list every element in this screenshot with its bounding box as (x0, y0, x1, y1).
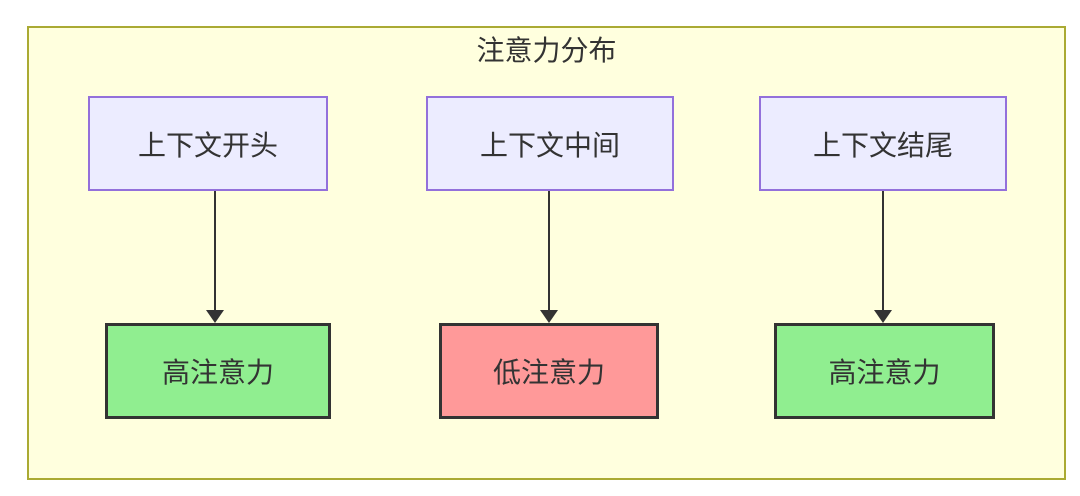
edge-start-to-high (205, 191, 225, 323)
node-high-attention-start-label: 高注意力 (161, 357, 274, 388)
node-context-middle-label: 上下文中间 (479, 129, 620, 161)
arrowhead-down-icon (874, 310, 892, 323)
arrowhead-down-icon (540, 310, 558, 323)
node-context-end-label: 上下文结尾 (812, 129, 953, 161)
cluster-title: 注意力分布 (476, 35, 617, 66)
arrowhead-down-icon (206, 310, 224, 323)
edge-line (214, 191, 216, 310)
node-high-attention-end-label: 高注意力 (828, 357, 941, 388)
edge-end-to-high (873, 191, 893, 323)
node-high-attention-start: 高注意力 (105, 323, 331, 419)
edge-line (548, 191, 550, 310)
node-low-attention-middle-label: 低注意力 (492, 357, 605, 388)
edge-middle-to-low (539, 191, 559, 323)
attention-distribution-cluster: 注意力分布 上下文开头 上下文中间 上下文结尾 高注意力 低注意 (27, 26, 1066, 480)
edge-line (882, 191, 884, 310)
node-high-attention-end: 高注意力 (774, 323, 995, 419)
node-low-attention-middle: 低注意力 (439, 323, 659, 419)
node-context-middle: 上下文中间 (426, 96, 674, 191)
node-context-end: 上下文结尾 (759, 96, 1007, 191)
node-context-start: 上下文开头 (88, 96, 328, 191)
node-context-start-label: 上下文开头 (137, 129, 278, 161)
